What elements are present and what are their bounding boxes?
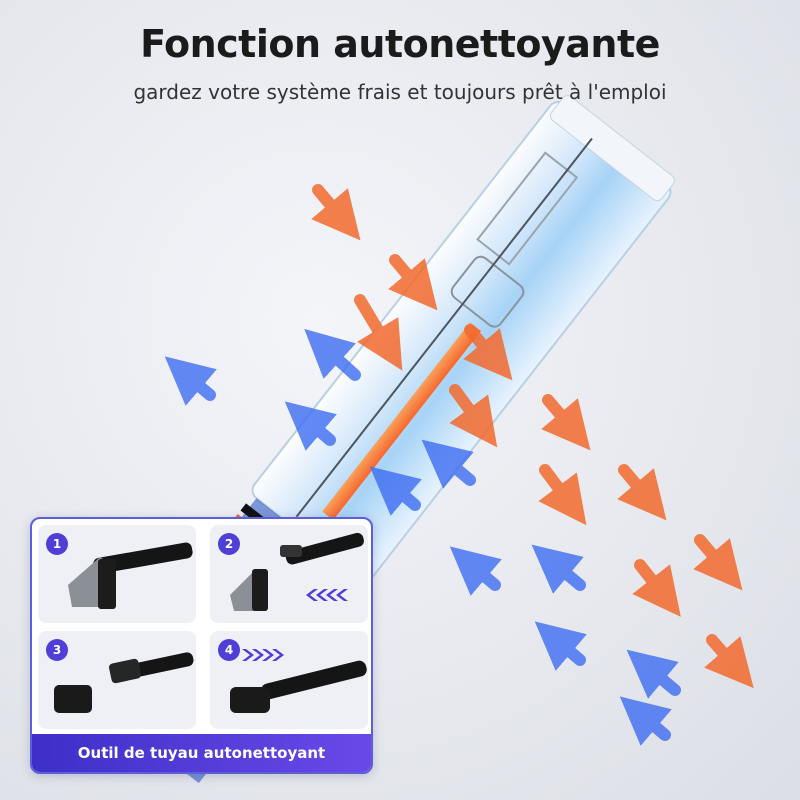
- step-number-badge: 3: [46, 639, 68, 661]
- nozzle-removed-illustration: [230, 532, 364, 611]
- step-number-badge: 1: [46, 533, 68, 555]
- step-1-cell: 1: [38, 525, 196, 623]
- steps-caption: Outil de tuyau autonettoyant détachable: [32, 734, 371, 772]
- nozzle-attached-illustration: [68, 542, 193, 609]
- step-number-badge: 2: [218, 533, 240, 555]
- right-chevrons-icon: [242, 649, 284, 661]
- clear-tube: [251, 95, 675, 582]
- cap-reattached-illustration: [230, 649, 367, 713]
- steps-panel: 1 2 3: [30, 517, 373, 774]
- step-number-badge: 4: [218, 639, 240, 661]
- step-3-cell: 3: [38, 631, 196, 729]
- cap-removed-illustration: [54, 652, 194, 713]
- page-subtitle: gardez votre système frais et toujours p…: [133, 80, 667, 104]
- left-chevrons-icon: [306, 589, 348, 601]
- step-4-cell: 4: [210, 631, 368, 729]
- blue-arrows: [164, 328, 681, 746]
- step-2-cell: 2: [210, 525, 368, 623]
- orange-arrows: [311, 184, 754, 689]
- page-title: Fonction autonettoyante: [140, 22, 660, 66]
